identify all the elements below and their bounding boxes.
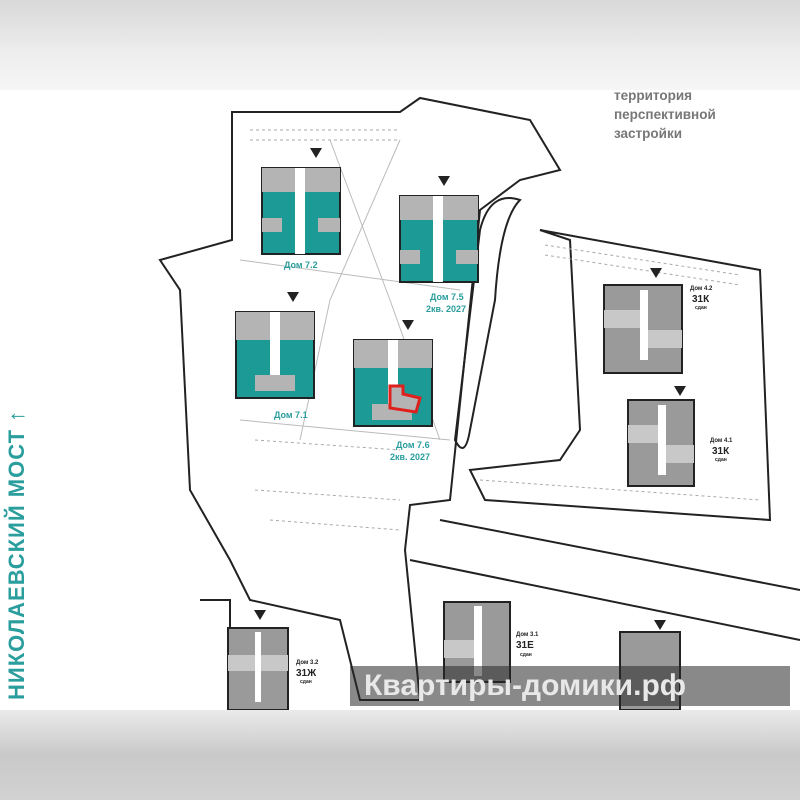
site-plan-map: Дом 7.2 Дом 7.5 2кв. 2027 Дом 7.1 Дом 7.… [158,96,800,710]
future-development-label: территория перспективной застройки [614,86,716,143]
label-dom-7-6: Дом 7.6 [396,440,430,450]
code-dom-3-1: 31Е [516,640,534,651]
territory-line-2: перспективной [614,107,716,122]
building-4-2[interactable] [603,284,683,374]
territory-line-3: застройки [614,126,683,141]
status-dom-4-1: сдан [715,457,727,463]
territory-line-1: территория [614,88,693,103]
code-dom-4-1: 31К [712,446,730,457]
code-dom-4-2: 31К [692,294,710,305]
label-dom-7-2: Дом 7.2 [284,260,318,270]
label-dom-7-5: Дом 7.5 [430,292,464,302]
label-dom-7-1: Дом 7.1 [274,410,308,420]
site-outlines [158,96,800,701]
label-dom-3-2: Дом 3.2 [296,660,319,666]
blurred-bottom-band [0,710,800,800]
status-dom-4-2: сдан [695,305,707,311]
label-dom-3-1: Дом 3.1 [516,632,539,638]
entrance-arrows [254,148,686,630]
building-7-2[interactable] [261,167,341,255]
label-dom-4-1: Дом 4.1 [710,438,733,444]
building-4-1[interactable] [627,399,695,487]
code-dom-3-2: 31Ж [296,668,317,679]
arrow-up-icon: ↑ [4,409,29,422]
status-dom-3-2: сдан [300,679,312,685]
status-dom-3-1: сдан [520,652,532,658]
label-dom-7-5-date: 2кв. 2027 [426,304,466,314]
selected-apartment-highlight [388,384,422,414]
label-dom-4-2: Дом 4.2 [690,286,713,292]
watermark: Квартиры-домики.рф [350,666,790,706]
paths [239,139,461,441]
building-7-1[interactable] [235,311,315,399]
blurred-top-band [0,0,800,90]
bridge-label-text: НИКОЛАЕВСКИЙ МОСТ [4,428,29,700]
side-panel [0,90,40,710]
label-dom-7-6-date: 2кв. 2027 [390,452,430,462]
parking-lines [250,129,761,531]
building-3-2[interactable] [227,627,289,710]
building-7-6[interactable] [353,339,433,427]
building-7-5[interactable] [399,195,479,283]
nikolaevsky-bridge-label: НИКОЛАЕВСКИЙ МОСТ ↑ [4,410,30,700]
